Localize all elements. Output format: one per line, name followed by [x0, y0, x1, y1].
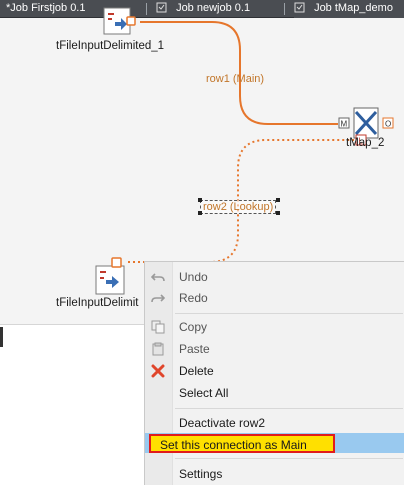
tab-firstjob-label: *Job Firstjob 0.1	[6, 2, 86, 14]
menu-label: Set this connection as Main	[160, 438, 307, 452]
menu-separator	[175, 313, 403, 314]
menu-label: Undo	[179, 270, 208, 284]
selection-handle[interactable]	[276, 198, 280, 202]
canvas-divider	[0, 324, 144, 325]
tab-tmap-demo[interactable]: Job tMap_demo	[294, 0, 404, 18]
menu-item-delete[interactable]: Delete	[145, 361, 404, 381]
menu-separator	[175, 458, 403, 459]
menu-label: Paste	[179, 342, 210, 356]
file-input-1-icon[interactable]	[103, 7, 136, 35]
svg-text:L: L	[359, 137, 364, 146]
menu-label: Select All	[179, 386, 229, 400]
menu-item-undo[interactable]: Undo	[145, 267, 404, 287]
component-label-tmap[interactable]: tMap_2	[346, 137, 385, 149]
menu-label: Deactivate row2	[179, 416, 266, 430]
undo-icon	[151, 273, 165, 282]
delete-icon	[151, 364, 165, 378]
job-icon	[294, 2, 305, 13]
menu-item-settings[interactable]: Settings	[145, 464, 404, 484]
tab-newjob-label: Job newjob 0.1	[176, 2, 251, 14]
menu-label: Delete	[179, 364, 214, 378]
job-icon	[156, 2, 167, 13]
selection-handle[interactable]	[198, 211, 202, 215]
menu-item-deactivate[interactable]: Deactivate row2	[145, 413, 404, 433]
file-input-2-icon[interactable]	[95, 257, 125, 295]
copy-icon	[151, 320, 165, 334]
tmap-icon[interactable]: M O L	[338, 107, 394, 146]
component-label-input1[interactable]: tFileInputDelimited_1	[56, 40, 165, 52]
menu-item-copy[interactable]: Copy	[145, 317, 404, 337]
tab-tmap-demo-label: Job tMap_demo	[314, 2, 393, 14]
redo-icon	[151, 294, 165, 303]
menu-item-redo[interactable]: Redo	[145, 288, 404, 308]
tab-separator	[146, 3, 147, 15]
editor-tab-bar: *Job Firstjob 0.1 Job newjob 0.1 Job tMa…	[0, 0, 404, 18]
component-label-input2[interactable]: tFileInputDelimit	[56, 297, 139, 309]
main-connection-wire[interactable]	[140, 21, 338, 125]
selection-handle[interactable]	[198, 198, 202, 202]
menu-item-set-main[interactable]: Set this connection as Main	[145, 433, 404, 453]
menu-label: Copy	[179, 320, 208, 334]
menu-item-select-all[interactable]: Select All	[145, 383, 404, 403]
connection-label-lookup[interactable]: row2 (Lookup)	[200, 200, 277, 214]
highlight-callout: Set this connection as Main	[149, 434, 335, 453]
svg-text:O: O	[385, 120, 391, 129]
connection-label-main[interactable]: row1 (Main)	[206, 73, 265, 85]
tab-firstjob[interactable]: *Job Firstjob 0.1	[6, 0, 126, 18]
menu-label: Settings	[179, 467, 223, 481]
tab-newjob[interactable]: Job newjob 0.1	[156, 0, 296, 18]
selection-handle[interactable]	[276, 211, 280, 215]
canvas-lower-area	[0, 324, 144, 485]
panel-edge	[0, 327, 3, 347]
paste-icon	[152, 342, 164, 356]
tab-separator	[284, 3, 285, 15]
menu-item-paste[interactable]: Paste	[145, 339, 404, 359]
context-menu: Undo Redo Copy Paste Delete Select All D…	[144, 261, 404, 485]
menu-label: Redo	[179, 291, 208, 305]
menu-separator	[175, 408, 403, 409]
svg-text:M: M	[341, 120, 348, 129]
